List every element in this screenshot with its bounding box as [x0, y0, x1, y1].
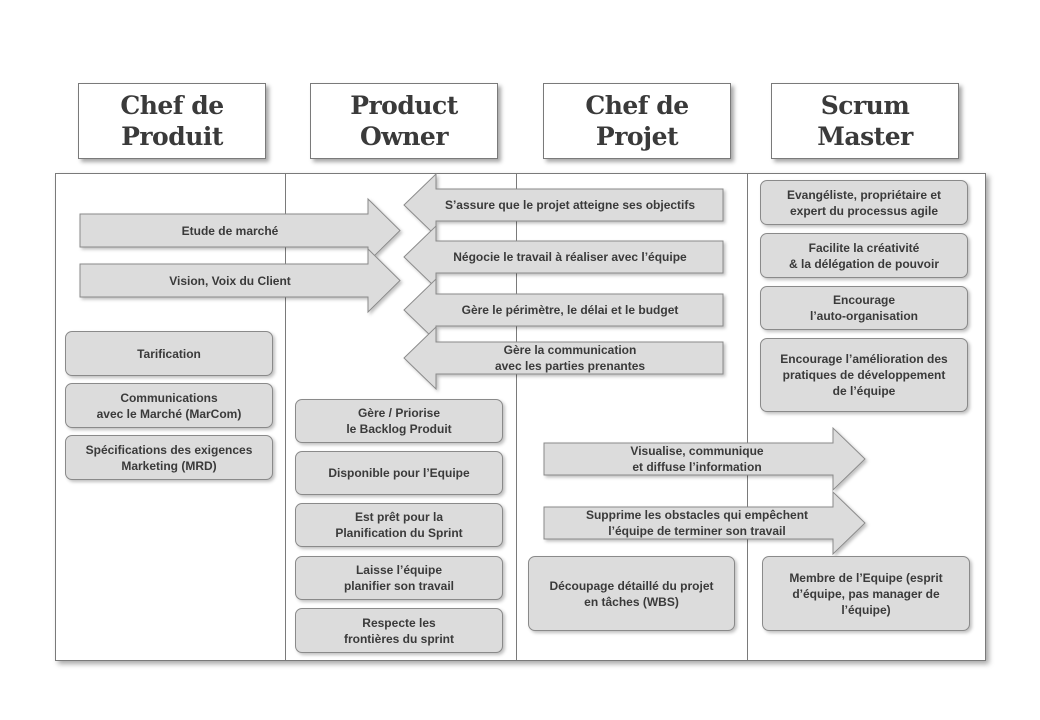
box-membre-equipe: Membre de l’Equipe (esprit d’équipe, pas…	[762, 556, 970, 631]
arrow-label-etude-de-marche: Etude de marché	[181, 223, 279, 238]
arrow-label-communication: Gère la communication avec les parties p…	[494, 343, 646, 373]
arrow-label-vision-client: Vision, Voix du Client	[169, 273, 291, 288]
box-respecte: Respecte les frontières du sprint	[295, 608, 503, 653]
box-evangeliste: Evangéliste, propriétaire et expert du p…	[760, 180, 968, 225]
box-planification: Est prêt pour la Planification du Sprint	[295, 503, 503, 547]
arrow-communication	[403, 325, 724, 391]
box-backlog: Gère / Priorise le Backlog Produit	[295, 399, 503, 443]
box-auto-organisation: Encourage l’auto-organisation	[760, 286, 968, 330]
arrow-visualise	[543, 426, 866, 492]
box-disponible: Disponible pour l’Equipe	[295, 451, 503, 495]
header-scrum-master: Scrum Master	[771, 83, 959, 159]
header-chef-de-produit: Chef de Produit	[78, 83, 266, 159]
box-laisse: Laisse l’équipe planifier son travail	[295, 556, 503, 600]
box-amelioration: Encourage l’amélioration des pratiques d…	[760, 338, 968, 412]
arrow-etude-de-marche	[79, 197, 401, 264]
arrow-label-obstacles: Supprime les obstacles qui empêchent l’é…	[585, 508, 809, 538]
arrow-label-objectifs: S’assure que le projet atteigne ses obje…	[444, 198, 696, 212]
box-marcom: Communications avec le Marché (MarCom)	[65, 383, 273, 428]
box-wbs: Découpage détaillé du projet en tâches (…	[528, 556, 735, 631]
arrow-negocie	[403, 224, 724, 290]
arrow-perimetre	[403, 277, 724, 343]
arrow-label-visualise: Visualise, communique et diffuse l’infor…	[630, 444, 764, 474]
box-facilite: Facilite la créativité & la délégation d…	[760, 233, 968, 278]
header-chef-de-projet: Chef de Projet	[543, 83, 731, 159]
column-divider	[747, 173, 748, 661]
column-divider	[285, 173, 286, 661]
box-tarification: Tarification	[65, 331, 273, 376]
arrow-vision-client	[79, 247, 401, 314]
box-mrd: Spécifications des exigences Marketing (…	[65, 435, 273, 480]
column-divider	[516, 173, 517, 661]
arrow-obstacles	[543, 490, 866, 556]
arrow-label-negocie: Négocie le travail à réaliser avec l’équ…	[453, 250, 687, 264]
arrow-label-perimetre: Gère le périmètre, le délai et le budget	[461, 303, 679, 317]
arrow-objectifs	[403, 172, 724, 238]
header-product-owner: Product Owner	[310, 83, 498, 159]
